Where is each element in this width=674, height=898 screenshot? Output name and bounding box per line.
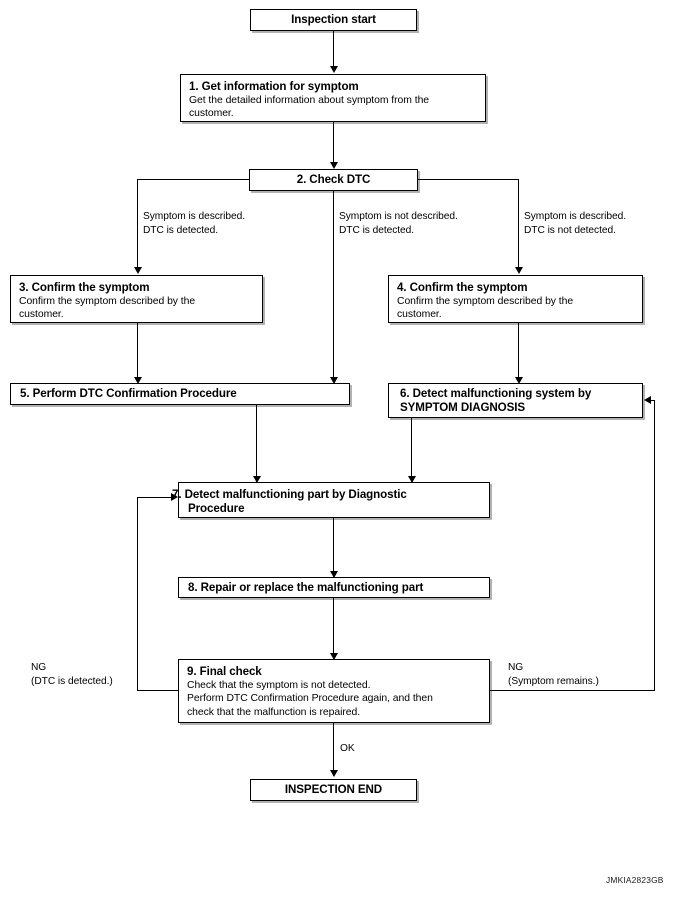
node-step-2: 2. Check DTC: [249, 169, 418, 191]
node-step-8: 8. Repair or replace the malfunctioning …: [178, 577, 490, 598]
connector-step3-to-step5: [137, 323, 139, 381]
arrowhead-start-to-step1: [329, 66, 338, 73]
node-step-2-title: 2. Check DTC: [296, 173, 371, 186]
node-step-4-body: Confirm the symptom described by the cus…: [397, 296, 574, 321]
connector-ng-left-riser: [137, 497, 139, 691]
node-step-1-title: 1. Get information for symptom: [189, 80, 359, 93]
node-step-9: 9. Final check Check that the symptom is…: [178, 659, 490, 723]
arrowhead-step9-to-end: [329, 770, 338, 777]
edge-label-branch-left: Symptom is described. DTC is detected.: [143, 211, 245, 236]
connector-branch-left: [137, 179, 139, 269]
edge-label-ok: OK: [340, 743, 355, 754]
node-step-7-title: 7. Detect malfunctioning part by Diagnos…: [172, 488, 407, 515]
connector-step7-to-step8: [333, 518, 335, 577]
node-step-5-title: 5. Perform DTC Confirmation Procedure: [20, 387, 237, 400]
node-inspection-end-label: INSPECTION END: [284, 783, 383, 796]
connector-step2-bus-right: [417, 179, 519, 181]
connector-branch-right: [518, 179, 520, 269]
node-inspection-start-label: Inspection start: [291, 13, 376, 26]
node-step-9-title: 9. Final check: [187, 665, 262, 678]
node-step-4-title: 4. Confirm the symptom: [397, 281, 528, 294]
connector-ng-left-from-step9: [137, 690, 179, 692]
connector-step8-to-step9: [333, 598, 335, 659]
connector-step5-to-step7: [256, 405, 258, 482]
arrowhead-branch-right: [514, 267, 523, 274]
node-step-7: 7. Detect malfunctioning part by Diagnos…: [172, 482, 490, 518]
connector-step4-to-step6: [518, 323, 520, 381]
arrowhead-step8-to-step9: [329, 653, 338, 660]
connector-step1-to-step2: [333, 122, 335, 167]
node-step-3-title: 3. Confirm the symptom: [19, 281, 150, 294]
node-inspection-end: INSPECTION END: [250, 779, 417, 801]
figure-id-code: JMKIA2823GB: [606, 875, 664, 885]
connector-ng-right-from-step9: [490, 690, 655, 692]
arrowhead-ng-right-into-step6: [644, 396, 651, 404]
arrowhead-step4-to-step6: [514, 377, 523, 384]
node-inspection-start: Inspection start: [250, 9, 417, 31]
edge-label-branch-right: Symptom is described. DTC is not detecte…: [524, 211, 626, 236]
node-step-8-title: 8. Repair or replace the malfunctioning …: [188, 580, 424, 594]
arrowhead-step7-to-step8: [329, 571, 338, 578]
node-step-1: 1. Get information for symptom Get the d…: [180, 74, 486, 122]
node-step-5: 5. Perform DTC Confirmation Procedure: [10, 383, 350, 405]
arrowhead-step3-to-step5: [133, 377, 142, 384]
node-step-6: 6. Detect malfunctioning system by SYMPT…: [388, 383, 643, 418]
connector-ng-left-into-step7: [137, 497, 172, 499]
connector-branch-center: [333, 191, 335, 381]
connector-ng-right-into-step6: [650, 400, 655, 402]
node-step-3-body: Confirm the symptom described by the cus…: [19, 296, 196, 321]
edge-label-branch-center: Symptom is not described. DTC is detecte…: [339, 211, 458, 236]
node-step-4: 4. Confirm the symptom Confirm the sympt…: [388, 275, 643, 323]
connector-start-to-step1: [333, 31, 335, 69]
node-step-6-title: 6. Detect malfunctioning system by SYMPT…: [400, 386, 592, 414]
connector-step6-to-step7-seg1: [411, 418, 413, 482]
connector-step9-to-end: [333, 723, 335, 776]
node-step-9-body: Check that the symptom is not detected. …: [187, 680, 433, 718]
arrowhead-step1-to-step2: [329, 162, 338, 169]
arrowhead-branch-left: [133, 267, 142, 274]
node-step-3: 3. Confirm the symptom Confirm the sympt…: [10, 275, 263, 323]
connector-ng-right-riser: [654, 400, 656, 691]
edge-label-ng-right: NG (Symptom remains.): [508, 662, 599, 687]
connector-step2-bus-left: [137, 179, 250, 181]
edge-label-ng-left: NG (DTC is detected.): [31, 662, 113, 687]
arrowhead-branch-center: [329, 377, 338, 384]
arrowhead-step6-to-step7: [407, 476, 416, 483]
arrowhead-ng-left-into-step7: [171, 493, 178, 501]
node-step-1-body: Get the detailed information about sympt…: [189, 95, 430, 120]
arrowhead-step5-to-step7: [252, 476, 261, 483]
